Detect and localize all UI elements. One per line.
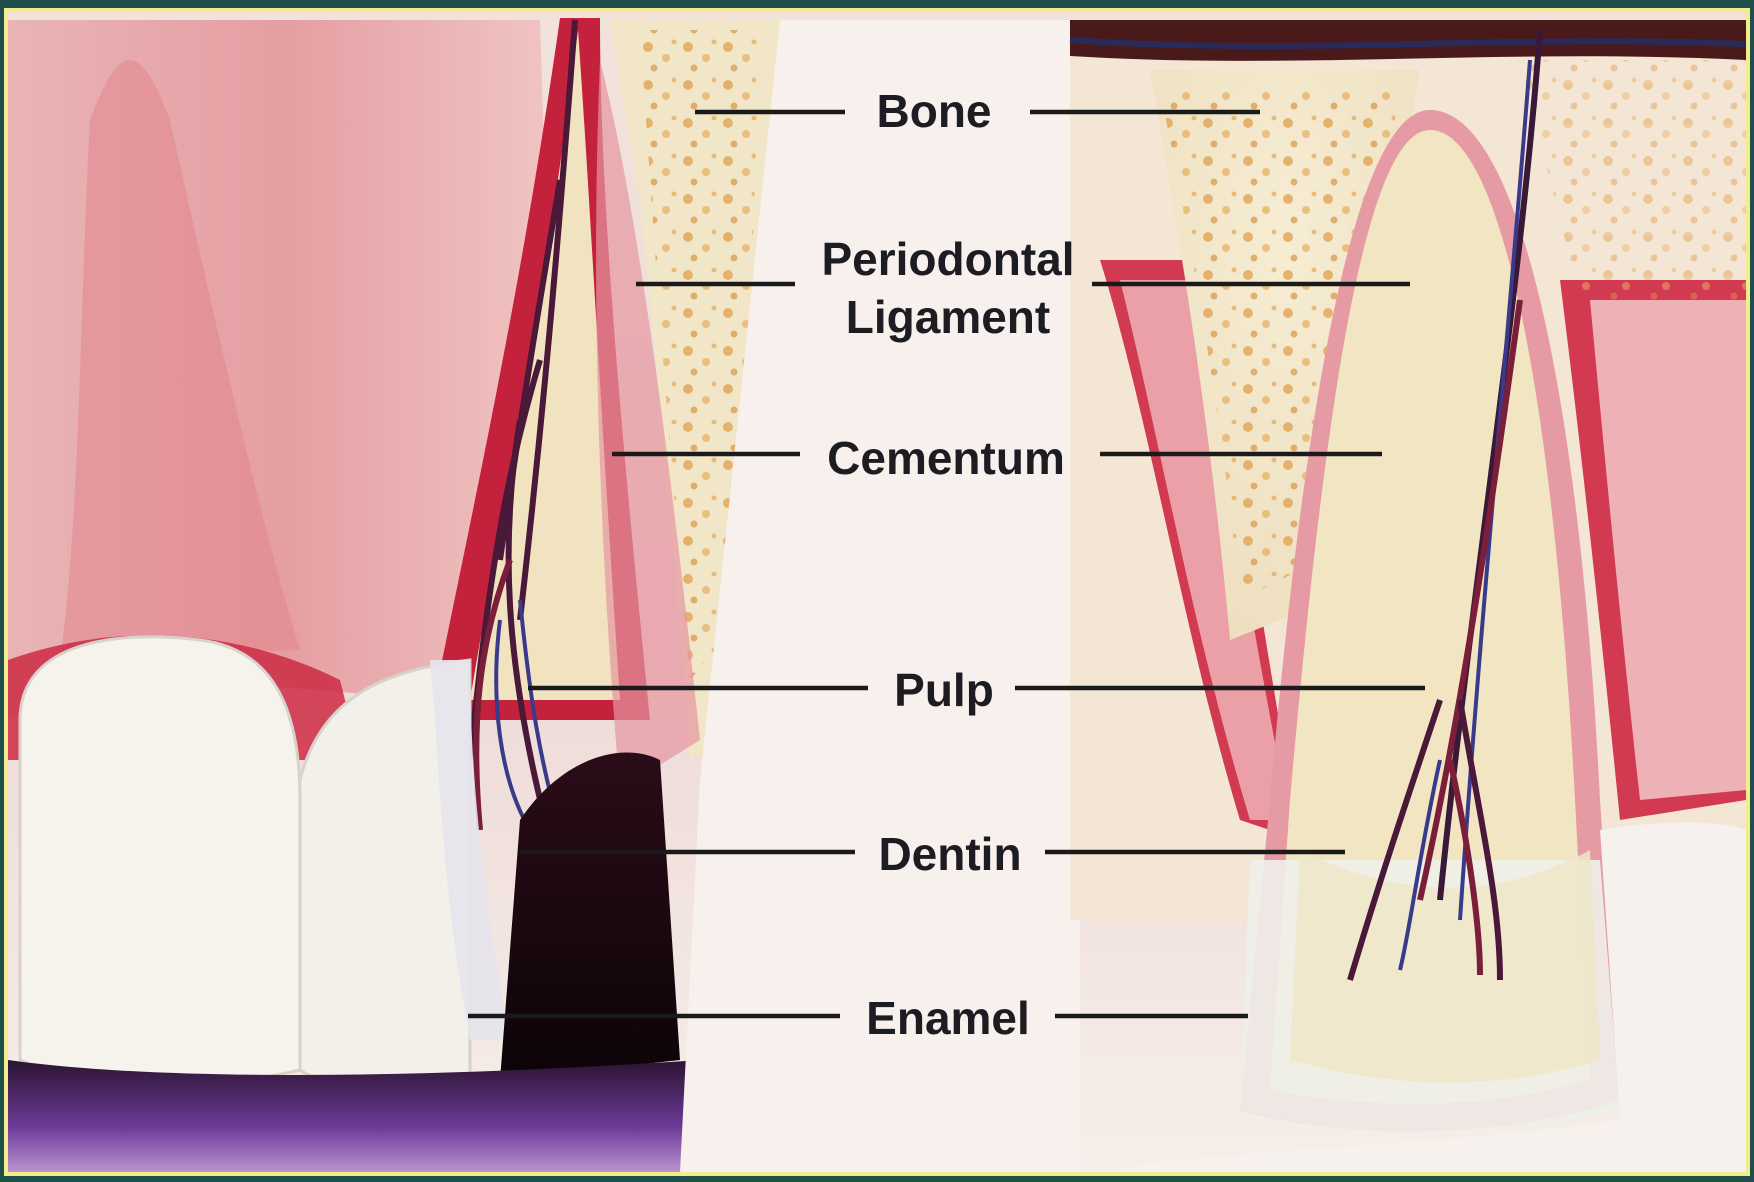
- left-base: [8, 1060, 700, 1172]
- label-dentin: Dentin: [878, 828, 1021, 880]
- label-periodontal-line1: Periodontal: [821, 233, 1074, 285]
- label-periodontal-line2: Ligament: [846, 291, 1050, 343]
- label-enamel: Enamel: [866, 992, 1030, 1044]
- label-pulp: Pulp: [894, 664, 994, 716]
- label-bone: Bone: [877, 85, 992, 137]
- left-crowns: [20, 637, 510, 1094]
- label-cementum: Cementum: [827, 432, 1065, 484]
